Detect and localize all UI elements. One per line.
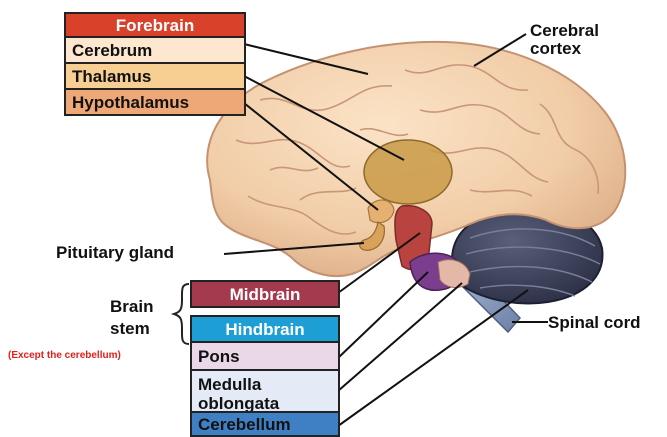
thalamus-label: Thalamus <box>64 62 246 90</box>
medulla-label: Medulla oblongata <box>190 369 340 413</box>
forebrain-header: Forebrain <box>64 12 246 38</box>
thalamus-shape <box>364 140 452 204</box>
midbrain-header: Midbrain <box>190 280 340 308</box>
cerebral-cortex-label: Cerebral cortex <box>530 22 599 58</box>
hypothalamus-label: Hypothalamus <box>64 88 246 116</box>
cerebrum-label: Cerebrum <box>64 36 246 64</box>
cerebral-cortex-label-line2: cortex <box>530 40 599 58</box>
brain-stem-label-line2: stem <box>110 318 153 340</box>
brain-stem-label: Brain stem <box>110 296 153 340</box>
medulla-label-line1: Medulla <box>198 375 338 394</box>
brain-stem-brace <box>174 284 189 344</box>
spinal-cord-label: Spinal cord <box>548 314 641 332</box>
pituitary-gland-label: Pituitary gland <box>56 244 174 262</box>
hindbrain-header: Hindbrain <box>190 315 340 343</box>
cerebral-cortex-label-line1: Cerebral <box>530 22 599 40</box>
brain-stem-label-line1: Brain <box>110 296 153 318</box>
except-cerebellum-note: (Except the cerebellum) <box>8 350 121 361</box>
cerebellum-label: Cerebellum <box>190 411 340 437</box>
pons-label: Pons <box>190 341 340 371</box>
